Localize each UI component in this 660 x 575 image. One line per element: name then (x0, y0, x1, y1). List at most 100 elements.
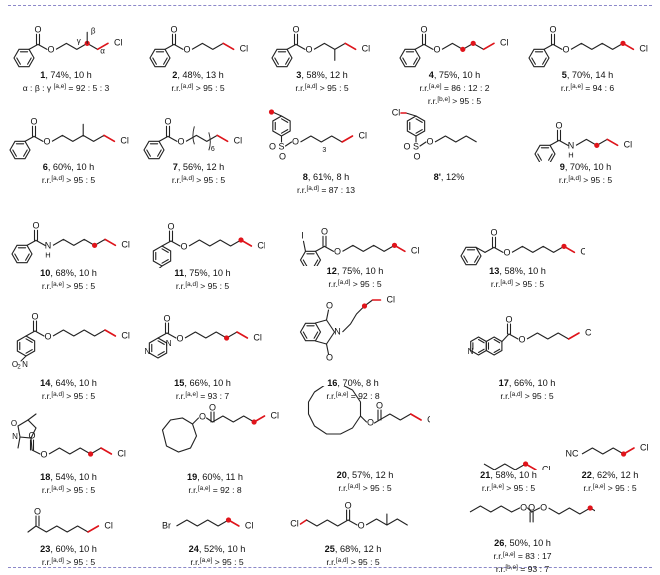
labeled-carbon-dot (460, 46, 466, 52)
carbonyl-oxygen-label: O (32, 221, 39, 231)
chlorinated-bond-highlight (567, 332, 580, 340)
ratio-prefix: r.r. (41, 281, 52, 292)
aromatic-bond (14, 253, 19, 261)
ratio-prefix: r.r. (296, 185, 307, 196)
aromatic-bond (477, 348, 485, 354)
amide-nitrogen-label: N (45, 241, 52, 251)
carbonyl-oxygen-label: O (28, 430, 35, 440)
amide-bond (35, 239, 46, 246)
carbonyl-oxygen-label: O (292, 25, 299, 35)
yield-and-time: , 68%, 10 h (50, 268, 97, 278)
yield-and-time: , 70%, 10 h (564, 162, 612, 172)
repeat-count-label: 3 (322, 147, 326, 154)
compound-number: 3 (296, 70, 302, 80)
ester-oxygen-label: O (183, 45, 190, 55)
ratio-prefix: r.r. (583, 483, 593, 494)
ester-oxygen-label: O (177, 137, 184, 147)
bond (414, 43, 425, 50)
yield-and-time: , 50%, 10 h (504, 538, 551, 548)
ratio-prefix: r.r. (490, 279, 501, 290)
carbonyl-oxygen-label: O (209, 404, 216, 412)
labeled-carbon-dot (238, 237, 244, 243)
footnote-marker: [a,e] (53, 83, 67, 91)
compound-caption: 22, 62%, 12 h (560, 470, 660, 481)
footnote-marker: [a,e] (570, 83, 583, 91)
chlorine-label: Cl (114, 38, 123, 48)
ester-oxygen-label: O (40, 449, 47, 459)
compound-number: 6 (42, 162, 48, 172)
footnote-marker: [a,e] (503, 551, 516, 559)
chloromethyl-bond (405, 112, 417, 117)
regioselectivity-ratio: r.r.[a,e] > 95 : 5 (152, 555, 282, 568)
labeled-carbon-dot (523, 461, 529, 467)
ester-oxygen-label: O (180, 241, 187, 251)
isopropyl-bond (396, 518, 408, 526)
compound-number: 25 (324, 544, 335, 554)
aromatic-bond (285, 57, 290, 65)
ratio-value: > 95 : 5 (193, 175, 226, 186)
footnote-marker: [a,d] (304, 83, 318, 91)
ratio-value: > 95 : 5 (63, 175, 96, 186)
ratio-prefix: r.r. (326, 391, 336, 402)
bond (484, 246, 495, 253)
amide-bond (558, 139, 569, 146)
compound-caption: 6, 60%, 10 h (6, 162, 131, 173)
carbonyl-oxygen-label: O (420, 25, 427, 35)
aromatic-bond (493, 348, 501, 354)
compound-number: 20 (336, 470, 347, 480)
compound-caption: 2, 48%, 13 h (138, 70, 258, 81)
yield-and-time: , 12% (440, 172, 465, 182)
ratio-value: > 95 : 5 (63, 557, 96, 568)
compound-caption: 13, 58%, 10 h (450, 266, 585, 277)
compound-number: 8' (433, 172, 441, 182)
ratio-value: = 86 : 12 : 2 (441, 83, 490, 94)
chlorine-label: Cl (640, 442, 649, 452)
labeled-carbon-dot (391, 242, 398, 248)
footnote-marker: [a,d] (335, 557, 349, 565)
bond (27, 525, 37, 533)
footnote-marker: [b,e] (437, 96, 450, 104)
yield-and-time: , 48%, 13 h (177, 70, 224, 80)
ratio-value: > 95 : 5 (503, 483, 536, 494)
regioselectivity-ratio: α : β : γ [a,e] = 92 : 5 : 3 (6, 81, 126, 94)
chlorine-label: Cl (234, 136, 243, 146)
compound-number: 15 (174, 378, 185, 388)
aromatic-bond (302, 259, 308, 266)
ester-bond (323, 245, 335, 252)
bond (30, 437, 33, 451)
sulfonyl-oxygen-label: O (279, 151, 286, 161)
regioselectivity-ratio: r.r.[a,d] > 95 : 5 (138, 81, 258, 94)
bromine-label: Br (162, 520, 171, 530)
aromatic-bond (280, 129, 289, 134)
carbonyl-oxygen-label: O (34, 25, 41, 35)
compound-number: 26 (494, 538, 505, 548)
yield-and-time: , 56%, 12 h (177, 162, 225, 172)
ester-bond (423, 43, 434, 50)
aromatic-bond (25, 253, 30, 261)
ratio-value: > 95 : 5 (197, 281, 230, 292)
aromatic-bond (157, 340, 165, 345)
ratio-value: = 93 : 7 (197, 391, 230, 402)
sulfur-label: S (278, 141, 284, 151)
yield-and-time: , 68%, 12 h (334, 544, 382, 554)
chlorine-label: Cl (411, 246, 420, 256)
yield-and-time: , 52%, 10 h (198, 544, 246, 554)
compound-caption: 23, 60%, 10 h (6, 544, 131, 555)
alkyl-chain (548, 507, 595, 515)
imide-bond (314, 319, 328, 324)
regioselectivity-ratio: r.r.[a,d] > 95 : 5 (300, 481, 430, 494)
bond (157, 332, 168, 339)
carbonyl-oxygen-label: O (30, 117, 37, 127)
regioselectivity-ratio: r.r.[a,d] = 87 : 13 (262, 183, 390, 196)
carbonate-oxygen-label: O (520, 502, 527, 512)
ester-oxygen-label: O (562, 45, 569, 55)
sulfonyl-oxygen-label: O (269, 141, 276, 151)
chlorinated-bond-highlight (606, 138, 619, 147)
ratio-value: > 95 : 5 (522, 391, 554, 402)
compound-number: 19 (186, 472, 198, 482)
